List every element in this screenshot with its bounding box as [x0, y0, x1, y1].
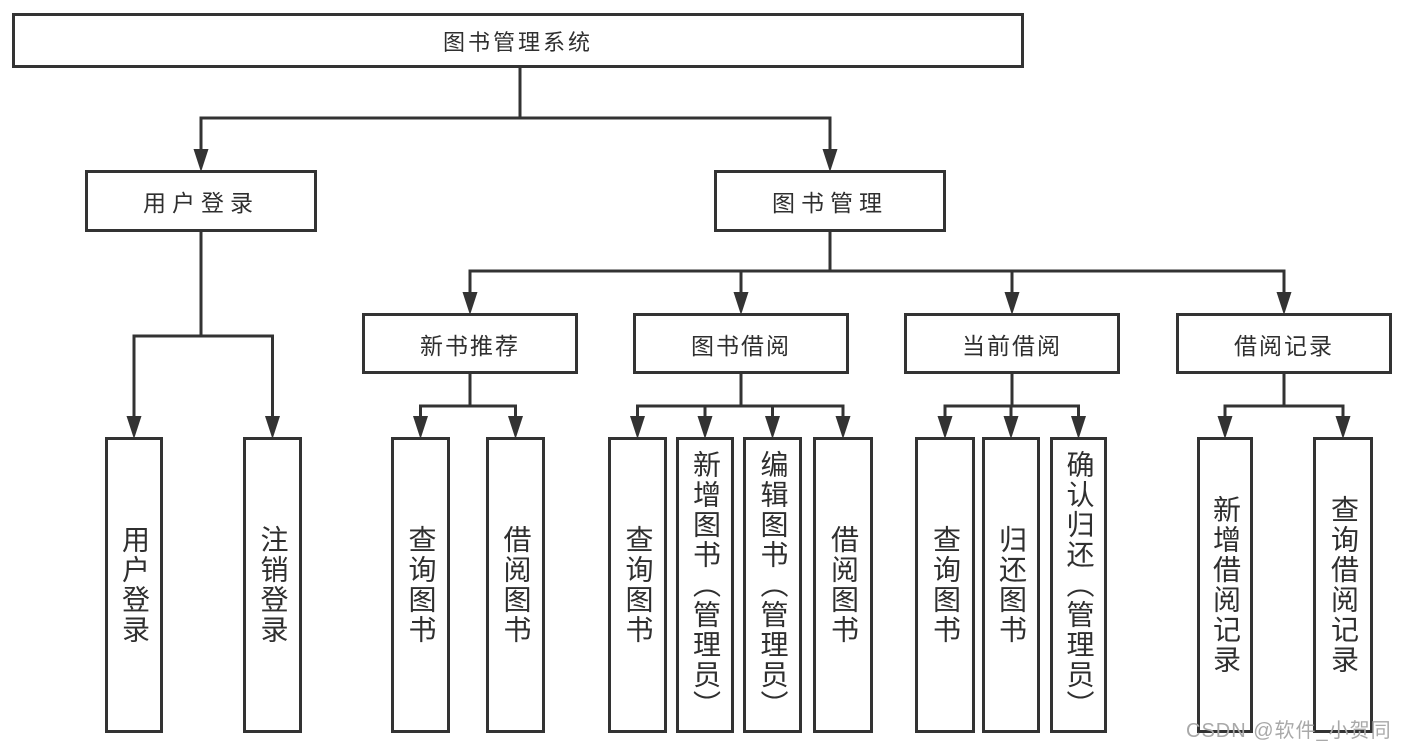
- node-user-login-group: 用户登录: [85, 170, 317, 232]
- node-return-book: 归还图书: [982, 437, 1040, 733]
- node-add-book-admin: 新增图书（管理员）: [676, 437, 734, 733]
- node-borrow-book: 借阅图书: [813, 437, 873, 733]
- node-confirm-return-admin: 确认归还（管理员）: [1050, 437, 1107, 733]
- node-library-management-system: 图书管理系统: [12, 13, 1024, 68]
- node-query-borrow-record: 查询借阅记录: [1313, 437, 1373, 733]
- node-query-book-recommend: 查询图书: [391, 437, 450, 733]
- node-borrow-book-recommend: 借阅图书: [486, 437, 545, 733]
- csdn-watermark: CSDN @软件_小贺同学: [1186, 720, 1392, 742]
- node-current-borrow: 当前借阅: [904, 313, 1120, 374]
- node-book-management: 图书管理: [714, 170, 946, 232]
- node-add-borrow-record: 新增借阅记录: [1197, 437, 1253, 733]
- node-user-login: 用户登录: [105, 437, 163, 733]
- node-new-book-recommend: 新书推荐: [362, 313, 578, 374]
- node-query-book-borrow: 查询图书: [608, 437, 667, 733]
- node-query-book-current: 查询图书: [915, 437, 975, 733]
- node-logout: 注销登录: [243, 437, 302, 733]
- node-edit-book-admin: 编辑图书（管理员）: [743, 437, 802, 733]
- node-book-borrow: 图书借阅: [633, 313, 849, 374]
- node-borrow-records: 借阅记录: [1176, 313, 1392, 374]
